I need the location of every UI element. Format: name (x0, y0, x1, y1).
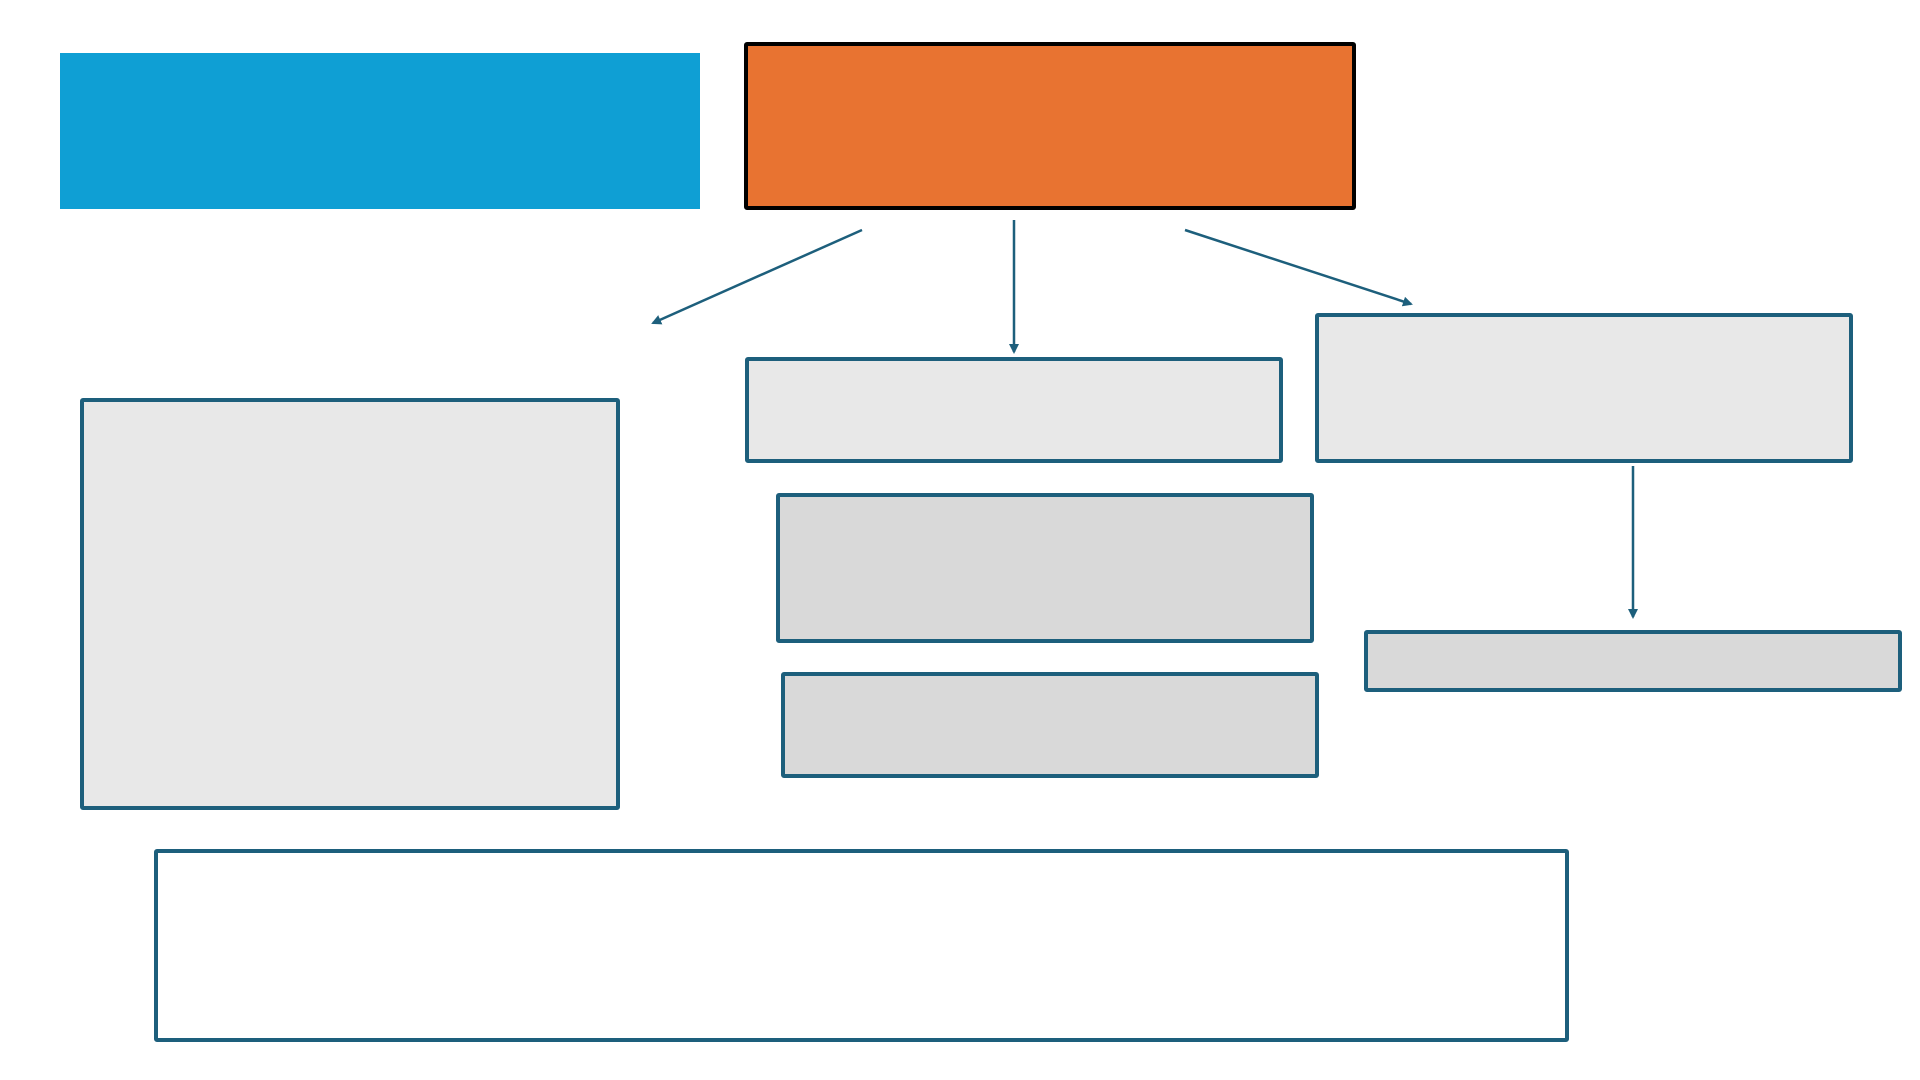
main-topic-label (748, 46, 1352, 206)
arrow-main-to-left (651, 228, 863, 325)
center-top-box (745, 357, 1283, 463)
center-bottom-label (785, 676, 1315, 774)
center-middle-box (776, 493, 1314, 643)
title-banner-label (60, 53, 700, 209)
bottom-summary-label (158, 853, 1565, 1038)
right-top-label (1319, 317, 1849, 459)
center-top-label (749, 361, 1279, 459)
arrow-main-to-right (1184, 228, 1413, 307)
right-bottom-box (1364, 630, 1902, 692)
right-top-box (1315, 313, 1853, 463)
bottom-summary-box (154, 849, 1569, 1042)
title-banner (60, 53, 700, 209)
center-bottom-box (781, 672, 1319, 778)
center-middle-label (780, 497, 1310, 639)
main-topic-box (744, 42, 1356, 210)
left-detail-label (84, 402, 616, 806)
right-bottom-label (1368, 634, 1898, 688)
left-detail-box (80, 398, 620, 810)
